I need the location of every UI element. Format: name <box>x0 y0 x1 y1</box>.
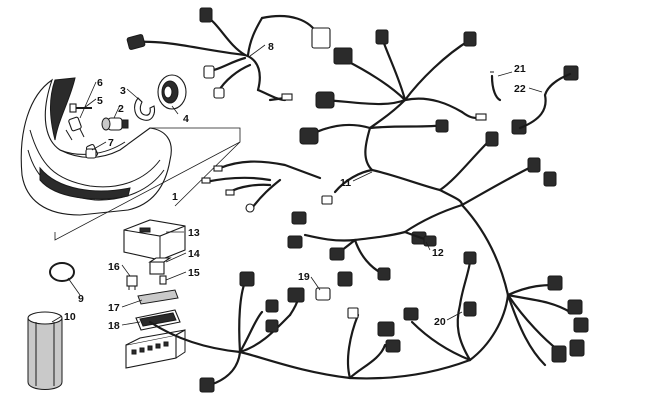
retainer-clip-part <box>134 97 156 121</box>
callout-6: 6 <box>97 77 103 89</box>
assembly-bracket <box>54 127 241 241</box>
callout-18: 18 <box>108 320 120 332</box>
callout-19: 19 <box>298 271 310 283</box>
screw-part <box>69 103 92 113</box>
jumper-wires <box>490 71 572 130</box>
harness-connectors <box>126 7 589 393</box>
fuse-part <box>126 275 138 290</box>
callout-9: 9 <box>78 293 84 305</box>
callout-15: 15 <box>188 267 200 279</box>
sleeve-part <box>27 311 63 390</box>
callout-13: 13 <box>188 227 200 239</box>
socket-part <box>85 148 97 159</box>
relay-box-part <box>123 219 186 261</box>
callout-labels: 1 2 3 4 5 6 7 8 9 10 11 12 13 14 15 16 1… <box>64 41 526 332</box>
bulb-part <box>101 117 129 131</box>
callout-8: 8 <box>268 41 274 53</box>
callout-1: 1 <box>172 191 178 203</box>
callout-2: 2 <box>118 103 124 115</box>
small-fuse-part <box>159 275 167 285</box>
main-wiring-harness <box>133 13 572 387</box>
callout-3: 3 <box>120 85 126 97</box>
boot-cover-part <box>157 74 187 110</box>
callout-10: 10 <box>64 311 76 323</box>
callout-5: 5 <box>97 95 103 107</box>
callout-17: 17 <box>108 302 120 314</box>
eyelet-leads <box>201 93 487 247</box>
fuse-cover-part <box>135 309 181 331</box>
callout-14: 14 <box>188 248 200 260</box>
callout-22: 22 <box>514 83 526 95</box>
callout-7: 7 <box>108 137 114 149</box>
relay-part <box>148 257 172 275</box>
fuse-strip-part <box>137 289 179 305</box>
callout-4: 4 <box>183 113 189 125</box>
callout-11: 11 <box>340 177 351 189</box>
ring-part <box>49 262 75 282</box>
callout-21: 21 <box>514 63 526 75</box>
callout-20: 20 <box>434 316 446 328</box>
grommet-part <box>68 116 82 132</box>
callout-leaders <box>51 44 543 326</box>
callout-16: 16 <box>108 261 120 273</box>
callout-12: 12 <box>432 247 444 259</box>
